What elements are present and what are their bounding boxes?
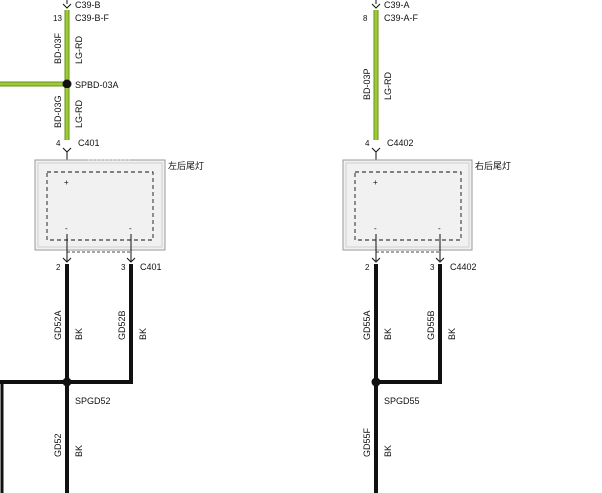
left-in-pin-number: 4 <box>56 139 61 148</box>
right-wire3-color-label: BK <box>383 328 393 340</box>
left-minus-terminal-b: - <box>129 224 132 233</box>
left-wire4-color-label: BK <box>138 328 148 340</box>
right-out-pin-b: 3 <box>430 263 435 272</box>
left-tail-lamp-component[interactable] <box>34 159 166 251</box>
right-in-connector-label: C4402 <box>387 138 414 148</box>
right-in-connector-chevron <box>371 147 381 153</box>
left-top-connector-f-label: C39-B-F <box>75 13 110 23</box>
left-out-pin-a: 2 <box>56 263 61 272</box>
right-wire5-circuit-label: GD55F <box>362 427 372 457</box>
right-top-connector-f-label: C39-A-F <box>384 13 419 23</box>
left-out-connector-label: C401 <box>140 262 162 272</box>
left-ground-splice-spgd52[interactable] <box>62 377 72 387</box>
left-out-chevron-a <box>62 257 72 263</box>
left-out-chevron-b <box>126 257 136 263</box>
right-out-pin-a: 2 <box>365 263 370 272</box>
right-wire3-circuit-label: GD55A <box>362 310 372 340</box>
left-top-connector-label: C39-B <box>75 0 101 10</box>
right-top-pin-number: 8 <box>363 14 368 23</box>
left-in-connector-label: C401 <box>78 138 100 148</box>
right-out-connector-label: C4402 <box>450 262 477 272</box>
left-wire3-color-label: BK <box>74 328 84 340</box>
left-wire3-circuit-label: GD52A <box>53 310 63 340</box>
right-component-name: 右后尾灯 <box>475 160 511 172</box>
left-splice-label: SPBD-03A <box>75 80 119 90</box>
left-in-connector-chevron <box>62 147 72 153</box>
right-wire5-color-label: BK <box>383 445 393 457</box>
right-ground-splice-label: SPGD55 <box>384 396 420 406</box>
left-wire5-color-label: BK <box>74 445 84 457</box>
left-component-name: 左后尾灯 <box>168 160 204 172</box>
left-splice-spbd03a[interactable] <box>62 79 72 89</box>
left-ground-splice-label: SPGD52 <box>75 396 111 406</box>
left-wire2-color-label: LG-RD <box>74 99 84 128</box>
left-plus-terminal: + <box>64 178 69 187</box>
right-out-chevron-a <box>371 257 381 263</box>
right-minus-terminal-b: - <box>438 224 441 233</box>
right-wire4-color-label: BK <box>447 328 457 340</box>
right-tail-lamp-circuit: C39-A 8 C39-A-F BD-03P LG-RD 4 C4402 + 右… <box>342 0 511 493</box>
left-out-pin-b: 3 <box>121 263 126 272</box>
left-tail-lamp-circuit: C39-B 13 C39-B-F BD-03F LG-RD SPBD-03A B… <box>0 0 204 493</box>
left-wire2-circuit-label: BD-03G <box>53 95 63 128</box>
left-wire1-circuit-label: BD-03F <box>53 32 63 64</box>
right-ground-splice-spgd55[interactable] <box>371 377 381 387</box>
right-wire4-circuit-label: GD55B <box>426 310 436 340</box>
right-minus-terminal-a: - <box>374 224 377 233</box>
right-wire1-color-label: LG-RD <box>383 71 393 100</box>
right-in-pin-number: 4 <box>365 139 370 148</box>
right-wire1-circuit-label: BD-03P <box>362 68 372 100</box>
right-top-connector-chevron <box>371 3 381 9</box>
left-wire5-circuit-label: GD52 <box>53 433 63 457</box>
left-wire1-color-label: LG-RD <box>74 35 84 64</box>
left-wire4-circuit-label: GD52B <box>117 310 127 340</box>
right-tail-lamp-component[interactable] <box>342 159 473 251</box>
right-out-chevron-b <box>435 257 445 263</box>
right-top-connector-label: C39-A <box>384 0 410 10</box>
left-top-pin-number: 13 <box>53 14 62 23</box>
left-minus-terminal-a: - <box>65 224 68 233</box>
right-plus-terminal: + <box>373 178 378 187</box>
left-top-connector-chevron <box>62 3 72 9</box>
